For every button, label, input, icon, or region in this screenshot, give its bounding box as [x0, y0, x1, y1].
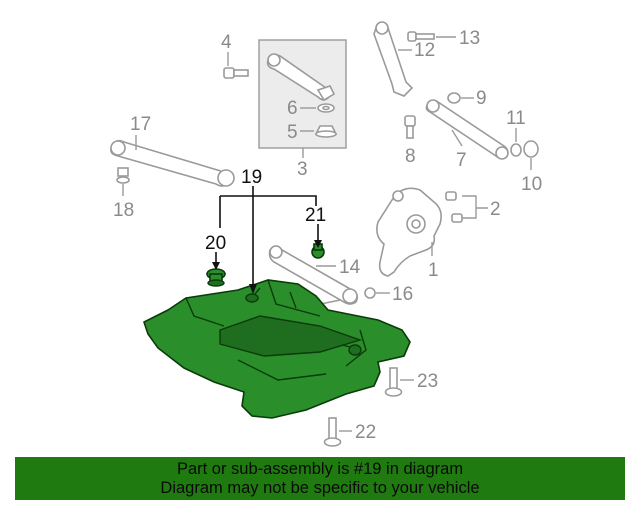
info-banner: Part or sub-assembly is #19 in diagram D… [15, 457, 625, 500]
part-1-knuckle [376, 187, 442, 277]
callout-10: 10 [521, 174, 542, 195]
part-23-bolt [384, 367, 403, 397]
callout-22: 22 [355, 422, 376, 443]
callout-18: 18 [113, 200, 134, 221]
part-3-upper-arm [266, 53, 336, 102]
callout-9: 9 [476, 88, 487, 109]
callout-14: 14 [339, 257, 361, 278]
part-9-bushing [447, 92, 461, 104]
part-10-bushing [523, 140, 539, 158]
part-7-arm [425, 99, 509, 160]
callout-17: 17 [130, 114, 151, 135]
callout-4: 4 [221, 32, 232, 53]
part-19-subframe[interactable] [143, 279, 411, 419]
part-20-bushing [206, 268, 226, 287]
callout-2: 2 [490, 199, 501, 220]
part-5-nut [314, 125, 338, 138]
callout-8: 8 [405, 146, 416, 167]
callout-19: 19 [241, 167, 262, 188]
callout-20: 20 [205, 233, 226, 254]
callout-16: 16 [392, 284, 413, 305]
part-22-bolt [323, 417, 342, 447]
callout-3: 3 [297, 159, 308, 180]
part-4-bolt [223, 67, 249, 79]
banner-line-1: Part or sub-assembly is #19 in diagram [176, 460, 464, 478]
parts-diagram: 1 2 3 4 5 6 7 8 9 10 11 12 13 14 16 17 1… [110, 21, 542, 447]
callout-6: 6 [287, 98, 298, 119]
callout-12: 12 [414, 40, 435, 61]
callout-5: 5 [287, 122, 298, 143]
callout-7: 7 [456, 150, 467, 171]
part-8-bolt [404, 115, 416, 139]
part-17-arm [110, 139, 235, 187]
callout-21: 21 [305, 205, 326, 226]
callout-13: 13 [459, 28, 480, 49]
callout-1: 1 [428, 260, 439, 281]
part-6-washer [317, 103, 335, 113]
part-2-bolts [445, 191, 463, 223]
part-18-bolt [116, 167, 130, 184]
part-13-bolt [407, 31, 435, 42]
callout-11: 11 [506, 108, 526, 129]
part-11-nut [510, 143, 522, 157]
part-14-arm [268, 245, 359, 305]
part-16-nut [364, 287, 376, 299]
banner-line-2: Diagram may not be specific to your vehi… [160, 479, 480, 497]
callout-23: 23 [417, 371, 438, 392]
part-12-link [373, 21, 414, 97]
